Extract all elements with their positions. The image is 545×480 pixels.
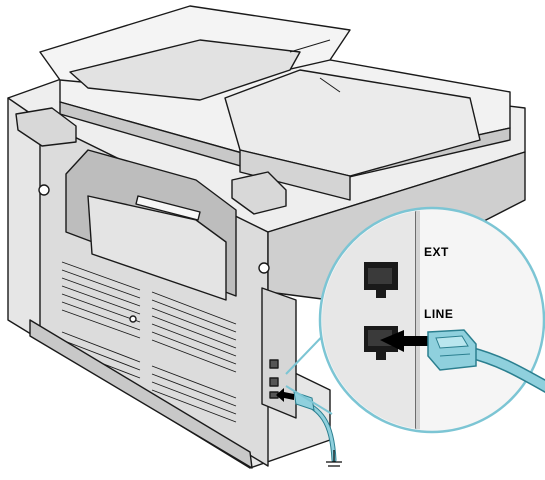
phone-plug-small [293, 391, 315, 411]
small-port-line [269, 377, 279, 387]
hinge-right [231, 171, 287, 215]
screw-2 [258, 262, 270, 274]
hinge-left [15, 107, 77, 147]
line-label: LINE [424, 307, 453, 321]
screw-1 [38, 184, 50, 196]
phone-plug [427, 329, 477, 371]
phone-cable [427, 329, 545, 393]
phone-cable-small [276, 388, 337, 463]
rear-cover [87, 195, 227, 301]
small-port-ext [269, 359, 279, 369]
printer [7, 5, 526, 469]
rear-cover-slot [135, 195, 201, 221]
arrow-right-icon [380, 330, 430, 352]
ext-port [364, 262, 398, 298]
document-feeder-front [239, 149, 351, 201]
arrow-small [276, 388, 294, 402]
screw-3 [129, 315, 137, 323]
vent-grille-right [151, 291, 237, 373]
document-feeder-output [69, 39, 301, 101]
printer-base [29, 319, 253, 469]
line-port [364, 326, 398, 360]
ext-label: EXT [424, 245, 449, 259]
vent-grille-left [61, 261, 141, 339]
ground-symbol-icon [326, 450, 342, 467]
vent-grille-bottom-right [151, 365, 237, 423]
